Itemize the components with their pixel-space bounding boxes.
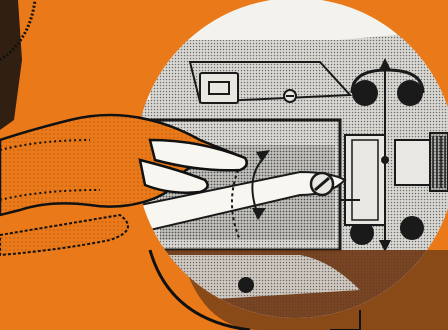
viewfinder-window (200, 73, 238, 103)
film-gate (345, 135, 385, 225)
upper-roller-left (352, 80, 378, 106)
lower-roller-right (400, 216, 424, 240)
upper-roller-right (397, 80, 423, 106)
